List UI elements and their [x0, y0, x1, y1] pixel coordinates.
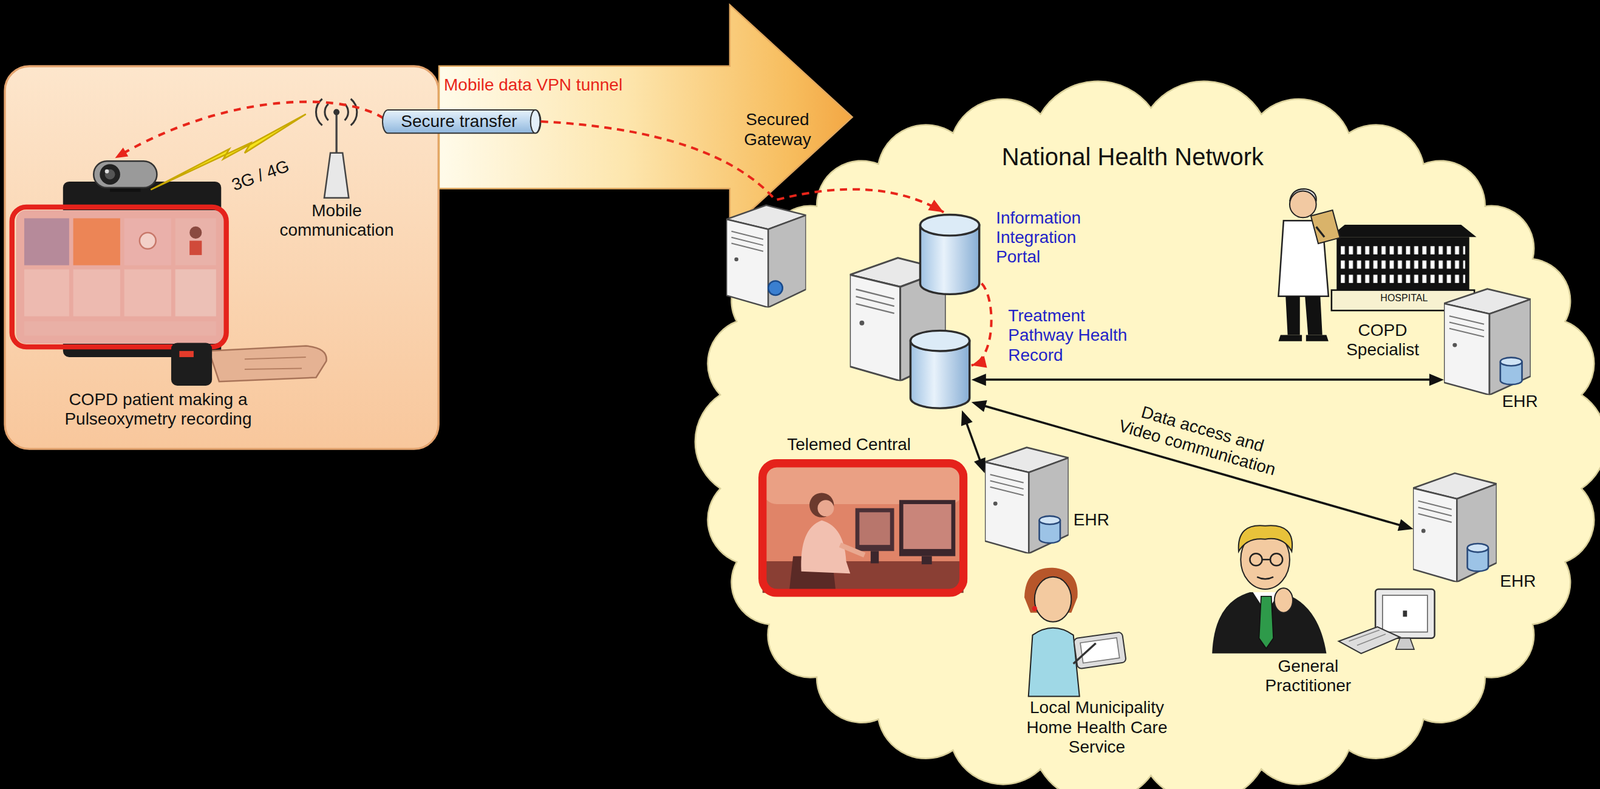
- data-flow-arrow: [971, 283, 992, 368]
- role-label: Local Municipality Home Health Care Serv…: [1015, 697, 1179, 757]
- cloud-outline: [695, 80, 1600, 789]
- connector-line: [541, 121, 945, 213]
- ehr-label-box: EHR: [1499, 571, 1536, 591]
- node-shape: [1412, 464, 1497, 582]
- network-title: National Health Network: [1001, 142, 1264, 171]
- role-label-box: Local Municipality Home Health Care Serv…: [1015, 697, 1179, 757]
- tunnel-label-box: Mobile data VPN tunnel: [443, 75, 623, 95]
- arrow-head: [973, 457, 986, 474]
- node-shape: [984, 439, 1069, 554]
- role-label: General Practitioner: [1265, 656, 1352, 696]
- edge-label-box: Data access and Video communication: [1099, 418, 1301, 458]
- telemed-label: Telemed Central: [786, 434, 911, 455]
- tube-label: Secure transfer: [400, 111, 517, 132]
- antenna-label-box: Mobile communication: [279, 200, 394, 240]
- database-label-box: Information Integration Portal: [995, 208, 1081, 268]
- tube-outline: [382, 109, 541, 133]
- connector-line: [971, 283, 992, 366]
- access-arrow: [971, 373, 1444, 386]
- ehr-server: EHR: [1443, 280, 1531, 395]
- ehr-label-box: EHR: [1502, 391, 1539, 412]
- ehr-label: EHR: [1499, 571, 1536, 591]
- antenna-label: Mobile communication: [279, 200, 394, 240]
- tunnel-label: Mobile data VPN tunnel: [443, 75, 623, 95]
- server-shape: [1412, 473, 1497, 582]
- arrow-head: [927, 199, 944, 213]
- panel-outline: [4, 66, 439, 449]
- role-label-box: COPD Specialist: [1346, 320, 1420, 360]
- ehr-label-box: EHR: [1073, 510, 1110, 530]
- role-label: COPD Specialist: [1346, 320, 1420, 360]
- database-label: Information Integration Portal: [995, 208, 1081, 268]
- ehr-server: EHR: [984, 439, 1069, 554]
- patient-illustration: [12, 98, 384, 386]
- building-label: HOSPITAL: [1380, 292, 1428, 304]
- telemed-photo: Telemed Central: [758, 459, 968, 597]
- node-shape: [908, 328, 972, 410]
- arrow-head: [971, 400, 988, 412]
- tube-end: [530, 109, 541, 133]
- arrow-head: [1397, 519, 1414, 531]
- database-cylinder-shape: [920, 214, 980, 294]
- arrow-head: [1429, 373, 1444, 386]
- data-flow-arrow: [541, 121, 945, 213]
- gateway-label-box: Secured Gateway: [743, 109, 812, 149]
- server-shape: [1443, 289, 1531, 396]
- caption-label-box: COPD patient making a Pulseoxymetry reco…: [30, 389, 286, 429]
- database-label-box: Treatment Pathway Health Record: [1007, 306, 1137, 365]
- gateway-label: Secured Gateway: [743, 109, 812, 149]
- access-arrow: [961, 410, 986, 474]
- caption-label: COPD patient making a Pulseoxymetry reco…: [30, 389, 286, 429]
- secure-transfer-tube: Secure transfer: [382, 109, 541, 134]
- tube-label-box: Secure transfer: [400, 111, 517, 132]
- arrow-head: [971, 355, 988, 368]
- connector-line: [981, 378, 1435, 381]
- arrow-head: [961, 410, 973, 427]
- connector-line: [965, 419, 982, 464]
- arrow-head: [971, 373, 987, 386]
- node-shape: [918, 212, 982, 297]
- network-label-box: 3G / 4G: [230, 165, 291, 186]
- database-cylinder-shape: [910, 330, 970, 409]
- role-label-box: General Practitioner: [1265, 656, 1352, 696]
- network-illustration: [726, 188, 1477, 696]
- telemed-label-box: Telemed Central: [786, 434, 911, 455]
- database-cylinder: Information Integration Portal: [918, 212, 982, 297]
- node-shape: [758, 459, 968, 597]
- database-cylinder: Treatment Pathway Health Record: [908, 328, 972, 410]
- photo-shape: [762, 463, 964, 593]
- ehr-server: EHR: [1412, 464, 1497, 582]
- ehr-label: EHR: [1073, 510, 1110, 530]
- network-title-box: National Health Network: [1001, 142, 1264, 171]
- node-shape: [1443, 280, 1531, 395]
- ehr-label: EHR: [1502, 391, 1539, 412]
- server-shape: [984, 446, 1069, 554]
- patient-panel: COPD patient making a Pulseoxymetry reco…: [4, 66, 439, 449]
- building-label-box: HOSPITAL: [1380, 292, 1428, 304]
- database-label: Treatment Pathway Health Record: [1007, 306, 1137, 365]
